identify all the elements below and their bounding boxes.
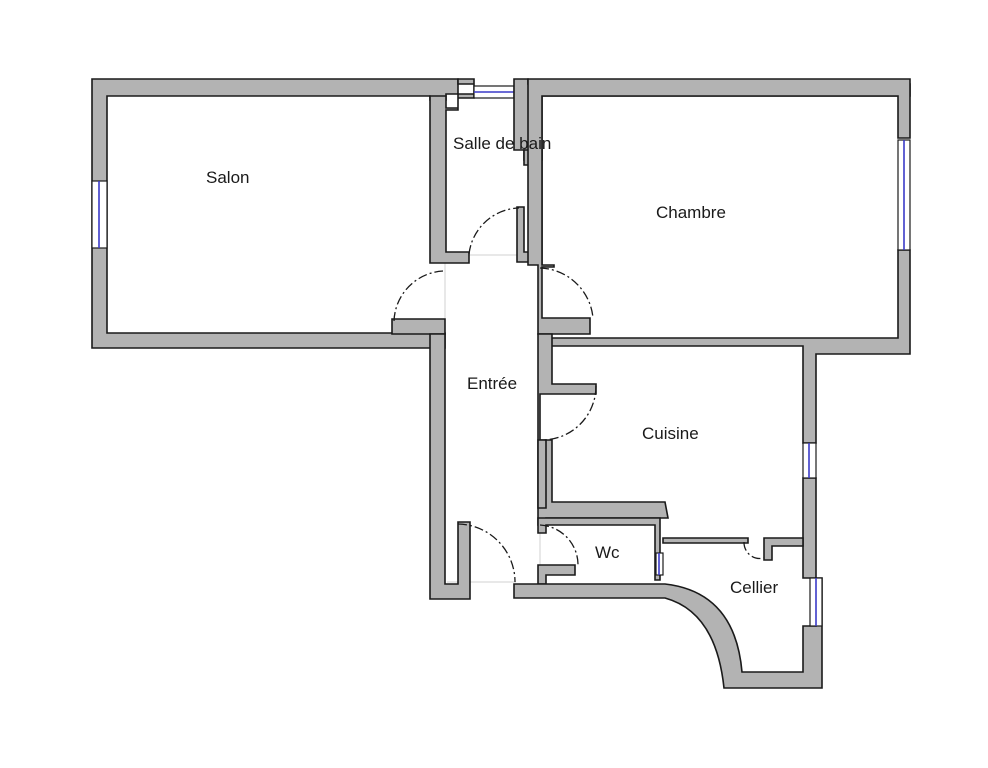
salon-door-swing — [393, 270, 444, 322]
chambre-door-swing — [539, 267, 594, 319]
entree-left-wall — [391, 318, 446, 335]
cellier-partition — [662, 537, 749, 544]
entree-west-wall — [429, 333, 471, 600]
wc-lower-wall — [537, 564, 576, 585]
entree-label: Entrée — [467, 374, 517, 393]
cellier-door-swing — [743, 541, 765, 560]
salon-walls — [91, 78, 459, 349]
cuisine-door-swing — [541, 385, 597, 441]
chambre-walls — [527, 78, 911, 335]
cellier-label: Cellier — [730, 578, 779, 597]
door-swings — [393, 207, 765, 583]
bathroom-door-swing — [468, 207, 520, 255]
cuisine-label: Cuisine — [642, 424, 699, 443]
wc-walls — [537, 517, 661, 581]
chambre-right-wall — [539, 249, 911, 444]
bathroom-label: Salle de bain — [453, 134, 551, 153]
bathroom-left-wall — [429, 78, 475, 264]
wc-label: Wc — [595, 543, 620, 562]
cellier-door-jamb — [763, 537, 804, 561]
chambre-label: Chambre — [656, 203, 726, 222]
cuisine-lower-partition — [537, 439, 547, 509]
salon-label: Salon — [206, 168, 249, 187]
wc-door-swing — [539, 524, 579, 567]
cuisine-east-wall — [802, 477, 817, 579]
